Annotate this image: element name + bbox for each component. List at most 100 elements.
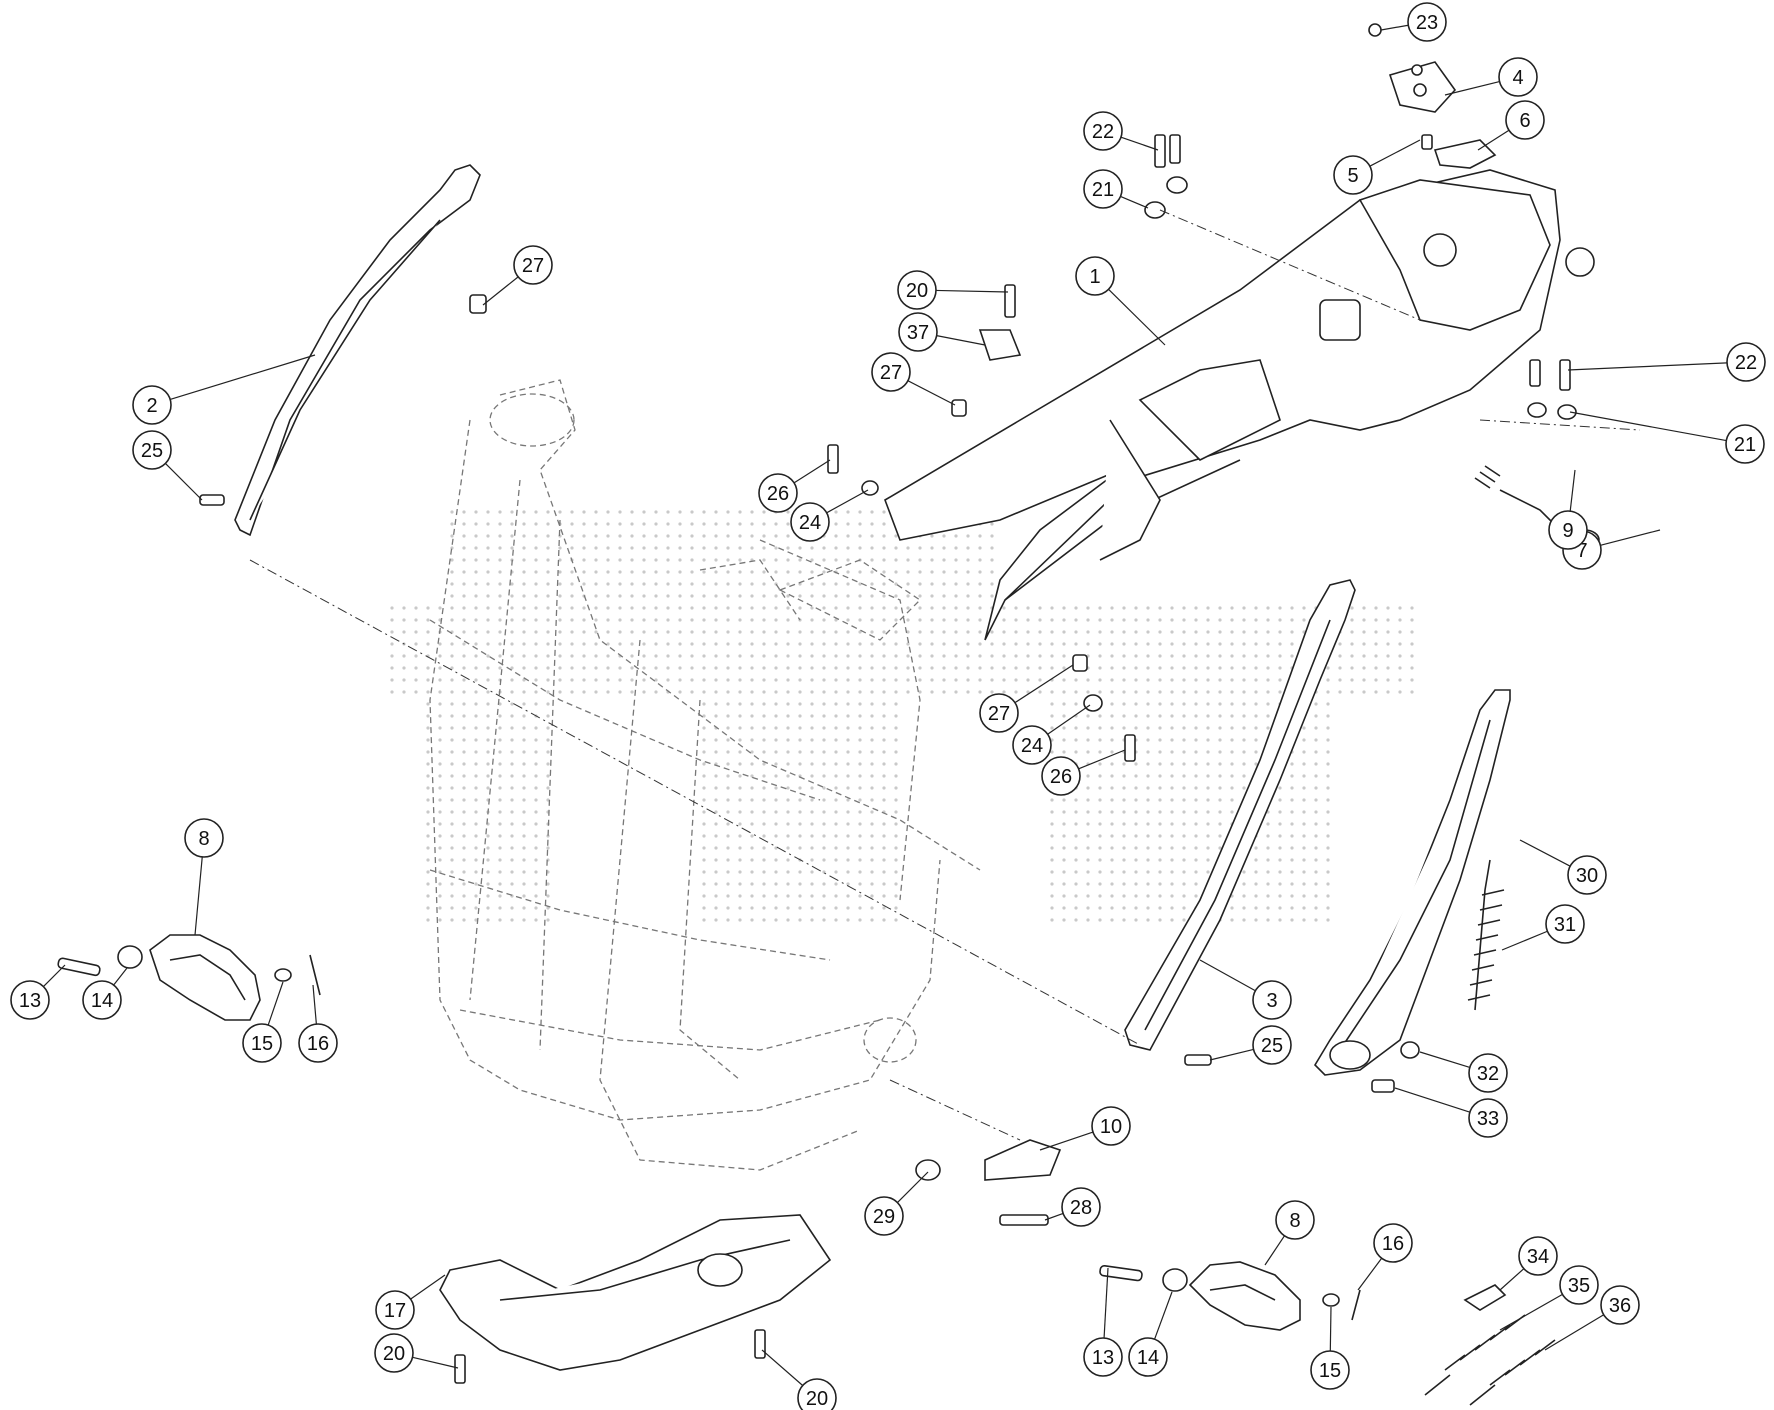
left-footpeg (57, 934, 321, 1021)
callout-33: 33 (1394, 1087, 1508, 1138)
callout-number: 23 (1416, 12, 1438, 34)
callout-circle (797, 1378, 837, 1410)
callout-number: 21 (1092, 179, 1114, 201)
callout-leader (1380, 24, 1409, 31)
left-frame-guard (234, 164, 481, 537)
frame-front-dashed (429, 379, 981, 1171)
callout-leader (43, 964, 66, 987)
callout-leader (1329, 1306, 1332, 1352)
callout-37: 37 (898, 312, 986, 352)
callout-30: 30 (1519, 839, 1607, 895)
callout-21: 21 (1569, 411, 1765, 464)
callout-6: 6 (1477, 100, 1545, 151)
callout-number: 27 (522, 255, 544, 277)
callout-number: 26 (1050, 766, 1072, 788)
callout-23: 23 (1380, 2, 1447, 42)
callout-number: 33 (1477, 1108, 1499, 1130)
spring-35 (1424, 1314, 1526, 1396)
callout-1: 1 (1075, 256, 1166, 346)
callout-circle (1075, 256, 1115, 296)
callout-5: 5 (1333, 139, 1421, 195)
callout-leader (1567, 362, 1728, 371)
callout-27: 27 (979, 664, 1074, 733)
callout-number: 10 (1100, 1116, 1122, 1138)
callout-circle (1559, 1265, 1599, 1305)
callout-leader (935, 289, 1009, 293)
callout-number: 27 (880, 362, 902, 384)
callout-circle (1083, 111, 1123, 151)
callout-circle (374, 1333, 414, 1373)
callout-circle (1061, 1187, 1101, 1227)
callout-circle (1275, 1200, 1315, 1240)
callout-21: 21 (1083, 169, 1149, 209)
callout-circle (1518, 1236, 1558, 1276)
callout-circle (1041, 756, 1081, 796)
callout-number: 26 (767, 483, 789, 505)
callout-number: 7 (1576, 540, 1587, 562)
callout-number: 20 (806, 1388, 828, 1410)
callout-number: 25 (141, 440, 163, 462)
callout-4: 4 (1444, 57, 1538, 97)
right-footpeg (1099, 1261, 1361, 1331)
callout-leader (897, 1171, 929, 1203)
callout-24: 24 (1012, 704, 1091, 765)
callout-number: 4 (1512, 67, 1523, 89)
callout-number: 14 (1137, 1347, 1159, 1369)
alignment-lines (249, 209, 1641, 1141)
callout-circle (10, 980, 50, 1020)
callout-number: 2 (146, 395, 157, 417)
callout-circle (1333, 155, 1373, 195)
callout-20: 20 (374, 1333, 459, 1373)
callout-circle (979, 693, 1019, 733)
callout-number: 16 (307, 1033, 329, 1055)
callout-circle (864, 1196, 904, 1236)
callout-27: 27 (482, 245, 553, 306)
callout-leader (1477, 129, 1510, 151)
callout-circle (1548, 510, 1588, 550)
callout-circle (1468, 1098, 1508, 1138)
callout-leader (907, 380, 956, 406)
callout-circle (898, 312, 938, 352)
callout-leader (1120, 195, 1149, 209)
callout-circle (758, 473, 798, 513)
callout-number: 34 (1527, 1246, 1549, 1268)
callout-15: 15 (242, 981, 284, 1063)
callout-number: 35 (1568, 1275, 1590, 1297)
callout-36: 36 (1544, 1285, 1640, 1351)
callout-number: 8 (198, 828, 209, 850)
callout-circle (1407, 2, 1447, 42)
callout-leader (1199, 959, 1256, 992)
callout-9: 9 (1548, 469, 1588, 550)
callout-leader (761, 1349, 804, 1386)
callout-14: 14 (82, 967, 128, 1020)
callout-circle (897, 270, 937, 310)
callout-circle (1468, 1053, 1508, 1093)
callout-number: 1 (1089, 266, 1100, 288)
callout-3: 3 (1199, 959, 1292, 1020)
callout-number: 17 (384, 1300, 406, 1322)
callout-leader (1014, 664, 1074, 704)
callout-number: 30 (1576, 865, 1598, 887)
callout-circle (1083, 1337, 1123, 1377)
watermark (390, 510, 1414, 922)
callout-circle (1091, 1106, 1131, 1146)
callout-circle (242, 1023, 282, 1063)
callout-circle (1083, 169, 1123, 209)
callout-circle (1310, 1350, 1350, 1390)
callout-circle (1498, 57, 1538, 97)
callout-circle (132, 385, 172, 425)
callout-circle (1012, 725, 1052, 765)
callout-leader (1419, 1051, 1471, 1068)
callout-number: 13 (19, 990, 41, 1012)
callout-number: 24 (1021, 735, 1043, 757)
callout-25: 25 (132, 430, 203, 501)
callout-leader (1600, 529, 1661, 546)
callout-leader (113, 967, 128, 986)
callout-leader (1501, 930, 1548, 951)
callout-10: 10 (1039, 1106, 1131, 1151)
callout-leader (194, 856, 203, 936)
callout-number: 22 (1092, 121, 1114, 143)
callout-number: 15 (1319, 1360, 1341, 1382)
callout-number: 5 (1347, 165, 1358, 187)
main-frame (884, 169, 1595, 641)
